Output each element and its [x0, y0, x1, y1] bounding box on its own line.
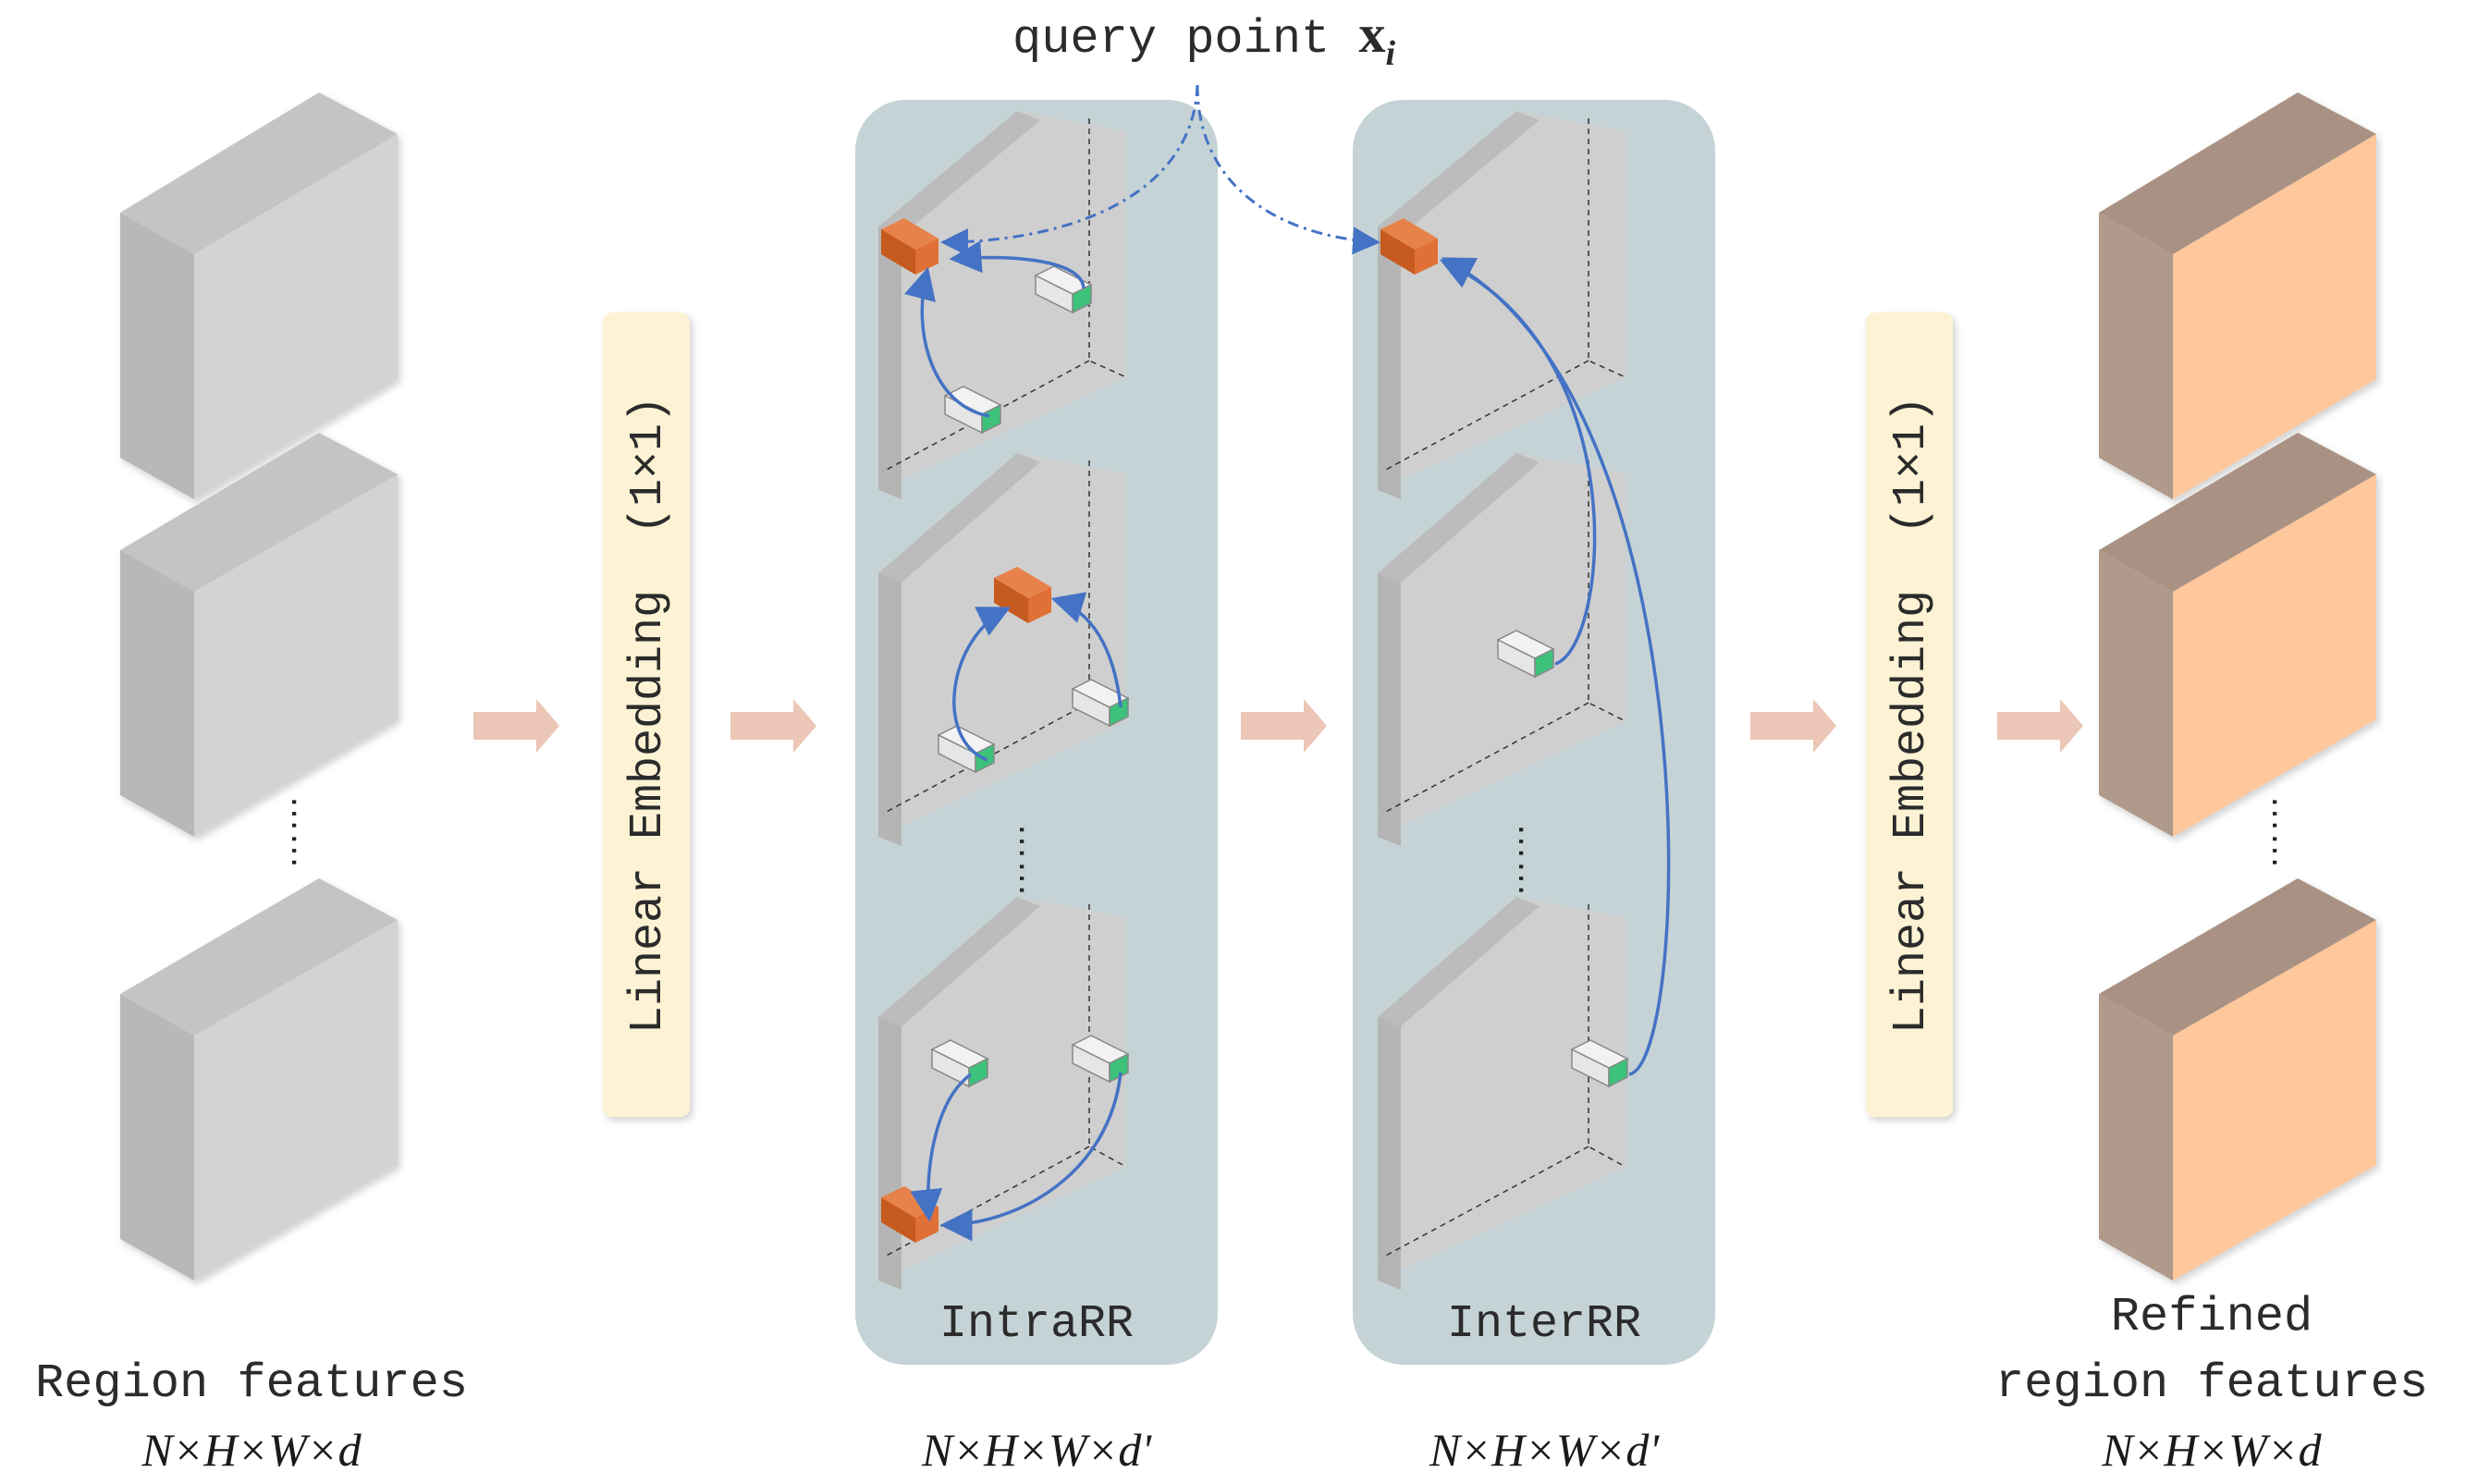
input-dims: N×H×W×d: [141, 1424, 362, 1476]
query-cube: [994, 567, 1051, 623]
inter-ellipsis: ……: [1511, 823, 1552, 897]
query-point-label: query point xi: [1012, 4, 1395, 73]
key-cube: [1496, 630, 1555, 679]
output-label-line2: region features: [1995, 1356, 2428, 1411]
flow-arrow: [1241, 699, 1327, 753]
intra-feature-slab: [878, 111, 1127, 499]
key-cube: [1071, 679, 1130, 728]
inter-feature-slab: [1378, 897, 1626, 1290]
inter-dims: N×H×W×d': [1429, 1424, 1660, 1476]
key-cube: [1071, 1035, 1130, 1084]
input-block: [120, 92, 398, 499]
linear-embedding-in-label: Linear Embedding (1×1): [622, 396, 675, 1034]
query-cube: [1380, 218, 1438, 275]
input-label: Region features: [35, 1356, 468, 1411]
flow-arrow: [1997, 699, 2083, 753]
query-cube: [881, 218, 939, 275]
intra-dims: N×H×W×d': [921, 1424, 1152, 1476]
input-block: [120, 433, 398, 837]
flow-arrows: [473, 699, 2083, 753]
linear-embedding-in: Linear Embedding (1×1): [603, 313, 690, 1117]
intra-ellipsis: ……: [1012, 823, 1052, 897]
output-region-blocks: [2099, 92, 2376, 1281]
output-block: [2099, 92, 2376, 499]
output-block: [2099, 878, 2376, 1281]
key-cube: [1034, 265, 1093, 314]
query-point-links: [940, 84, 1380, 256]
input-ellipsis: ……: [284, 795, 325, 869]
linear-embedding-out-label: Linear Embedding (1×1): [1885, 396, 1938, 1034]
linear-embedding-out: Linear Embedding (1×1): [1866, 313, 1953, 1117]
intra-relation-links: [904, 240, 1123, 1242]
flow-arrow: [1750, 699, 1836, 753]
output-ellipsis: ……: [2264, 795, 2305, 869]
inter-rr-label: InterRR: [1447, 1298, 1641, 1351]
key-cube: [930, 1039, 989, 1088]
intra-rr-panel: ……: [855, 100, 1218, 1365]
input-region-blocks: [120, 92, 398, 1281]
flow-arrow: [473, 699, 559, 753]
output-dims: N×H×W×d: [2101, 1424, 2322, 1476]
intra-rr-label: IntraRR: [939, 1298, 1134, 1351]
key-cube: [1570, 1039, 1629, 1088]
inter-relation-links: [1439, 257, 1671, 1076]
output-label-line1: Refined: [2111, 1290, 2313, 1344]
inter-rr-panel: …… InterRR: [1353, 100, 1715, 1365]
flow-arrow: [730, 699, 816, 753]
output-block: [2099, 433, 2376, 837]
input-block: [120, 878, 398, 1281]
key-cube: [943, 386, 1002, 435]
